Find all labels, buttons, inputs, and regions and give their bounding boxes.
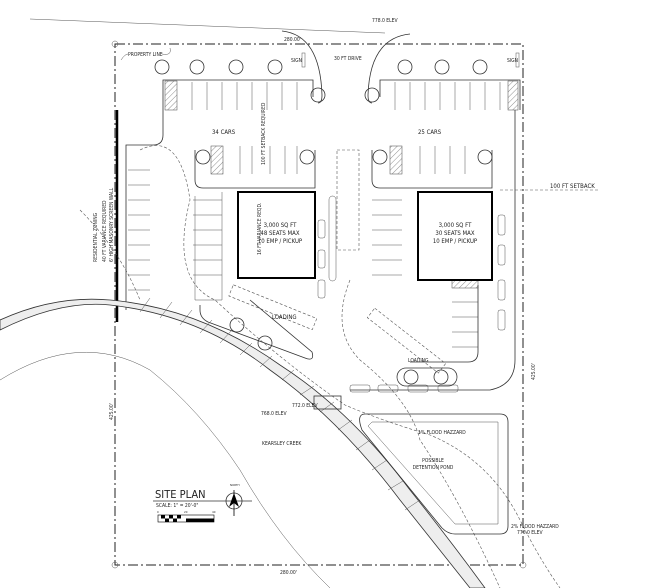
road-edge (29, 18, 386, 34)
corner-marker (111, 40, 119, 48)
loading-island-left (199, 299, 314, 360)
north-arrow-icon (225, 490, 243, 516)
drive-curve-left (281, 30, 323, 104)
parking-stalls-mid (128, 146, 478, 348)
bottom-dimension: 280.00' (280, 570, 297, 576)
scale-label: SCALE: 1" = 20'-0" (156, 503, 198, 509)
parking-stalls-top (191, 82, 501, 110)
drawing-title: SITE PLAN (155, 488, 206, 501)
corner-marker (519, 561, 527, 569)
queued-cars (317, 214, 506, 393)
building-left-seats: 48 SEATS MAX (260, 230, 299, 237)
creek-label: KEARSLEY CREEK (262, 441, 302, 447)
drive-thru-island (328, 195, 337, 282)
detention-pond-inner (367, 421, 499, 525)
sign-right (515, 52, 520, 68)
island-left (194, 150, 316, 189)
scale-tick: 40 (212, 510, 216, 514)
pond-label-line2: DETENTION POND (413, 465, 454, 471)
contour-line (139, 145, 561, 588)
delivery-truck-outline (336, 149, 360, 251)
accessible-stall (507, 80, 519, 111)
loading-label-left: LOADING (272, 314, 297, 321)
flood-hazard-2-label: 2% FLOOD HAZZARD (511, 524, 559, 530)
right-dimension: 425.00' (531, 363, 537, 380)
parking-curb-right (379, 79, 521, 110)
scale-tick: 0 (157, 510, 159, 514)
building-left (237, 191, 316, 279)
drive-label: 30 FT DRIVE (334, 56, 362, 62)
accessible-stall (210, 145, 224, 175)
sign-label-right: SIGN (507, 58, 518, 64)
screen-wall-label: 6' HIGH MASONRY SCREEN WALL (109, 187, 115, 262)
loading-truck-left (228, 284, 318, 331)
flood-hazard-1-label: 1% FLOOD HAZZARD (418, 430, 466, 436)
corner-marker (111, 561, 119, 569)
building-right-seats: 30 SEATS MAX (435, 230, 474, 237)
variance-required-label: 40 FT VARIANCE REQUIRED (102, 200, 108, 262)
hatched-area (451, 279, 479, 289)
loading-truck-right (366, 307, 447, 374)
loading-label-right: LOADING (408, 358, 429, 364)
elevation-776-label: 776.0 ELEV (517, 530, 543, 536)
utility-box (313, 395, 342, 410)
leader-line (120, 47, 171, 61)
setback-label: 100 FT SETBACK (550, 183, 595, 190)
elevation-768-label: 768.0 ELEV (261, 411, 287, 417)
left-dimension: 425.00' (109, 403, 115, 420)
property-line-label: PROPERTY LINE (128, 52, 163, 58)
building-right (417, 191, 493, 281)
scale-tick: 20 (184, 510, 188, 514)
building-right-employees: 10 EMP / PICKUP (433, 238, 478, 245)
property-line (114, 43, 524, 566)
top-dimension: 280.00' (284, 37, 301, 43)
loading-island-right (396, 367, 458, 387)
variance-label: 16 FT VARIANCE REQD. (257, 203, 263, 255)
creek-bank (0, 298, 486, 588)
top-elevation-label: 778.0 ELEV (372, 18, 398, 24)
accessible-stall (389, 145, 403, 175)
detention-pond-outer (359, 413, 509, 535)
bank-hatching (139, 297, 421, 511)
building-right-area: 3,000 SQ FT (439, 222, 473, 229)
curb-right (410, 285, 479, 363)
zoning-label: RESIDENTIAL ZONING (93, 212, 99, 262)
accessible-stall (164, 80, 178, 111)
building-left-employees: 10 EMP / PICKUP (258, 238, 303, 245)
parking-curb-left (125, 79, 314, 310)
north-label: NORTH (230, 483, 239, 487)
elevation-772-label: 772.0 ELEV (292, 403, 318, 409)
building-left-area: 3,000 SQ FT (264, 222, 298, 229)
creek-centerline (0, 351, 331, 588)
island-right (371, 150, 493, 189)
pond-label-line1: POSSIBLE (422, 458, 444, 464)
trees (154, 59, 493, 385)
outer-curb-right (350, 110, 516, 391)
parking-aisle-left (194, 192, 223, 301)
contour-line (79, 209, 501, 588)
setback-required-label: 100 FT SETBACK REQUIRED (261, 102, 267, 165)
scale-bar (157, 514, 215, 523)
sign-left (301, 52, 306, 68)
cars-count-right: 25 CARS (418, 129, 442, 136)
sign-label-left: SIGN (291, 58, 302, 64)
drive-curve-right (367, 33, 411, 104)
cars-count-left: 34 CARS (212, 129, 236, 136)
